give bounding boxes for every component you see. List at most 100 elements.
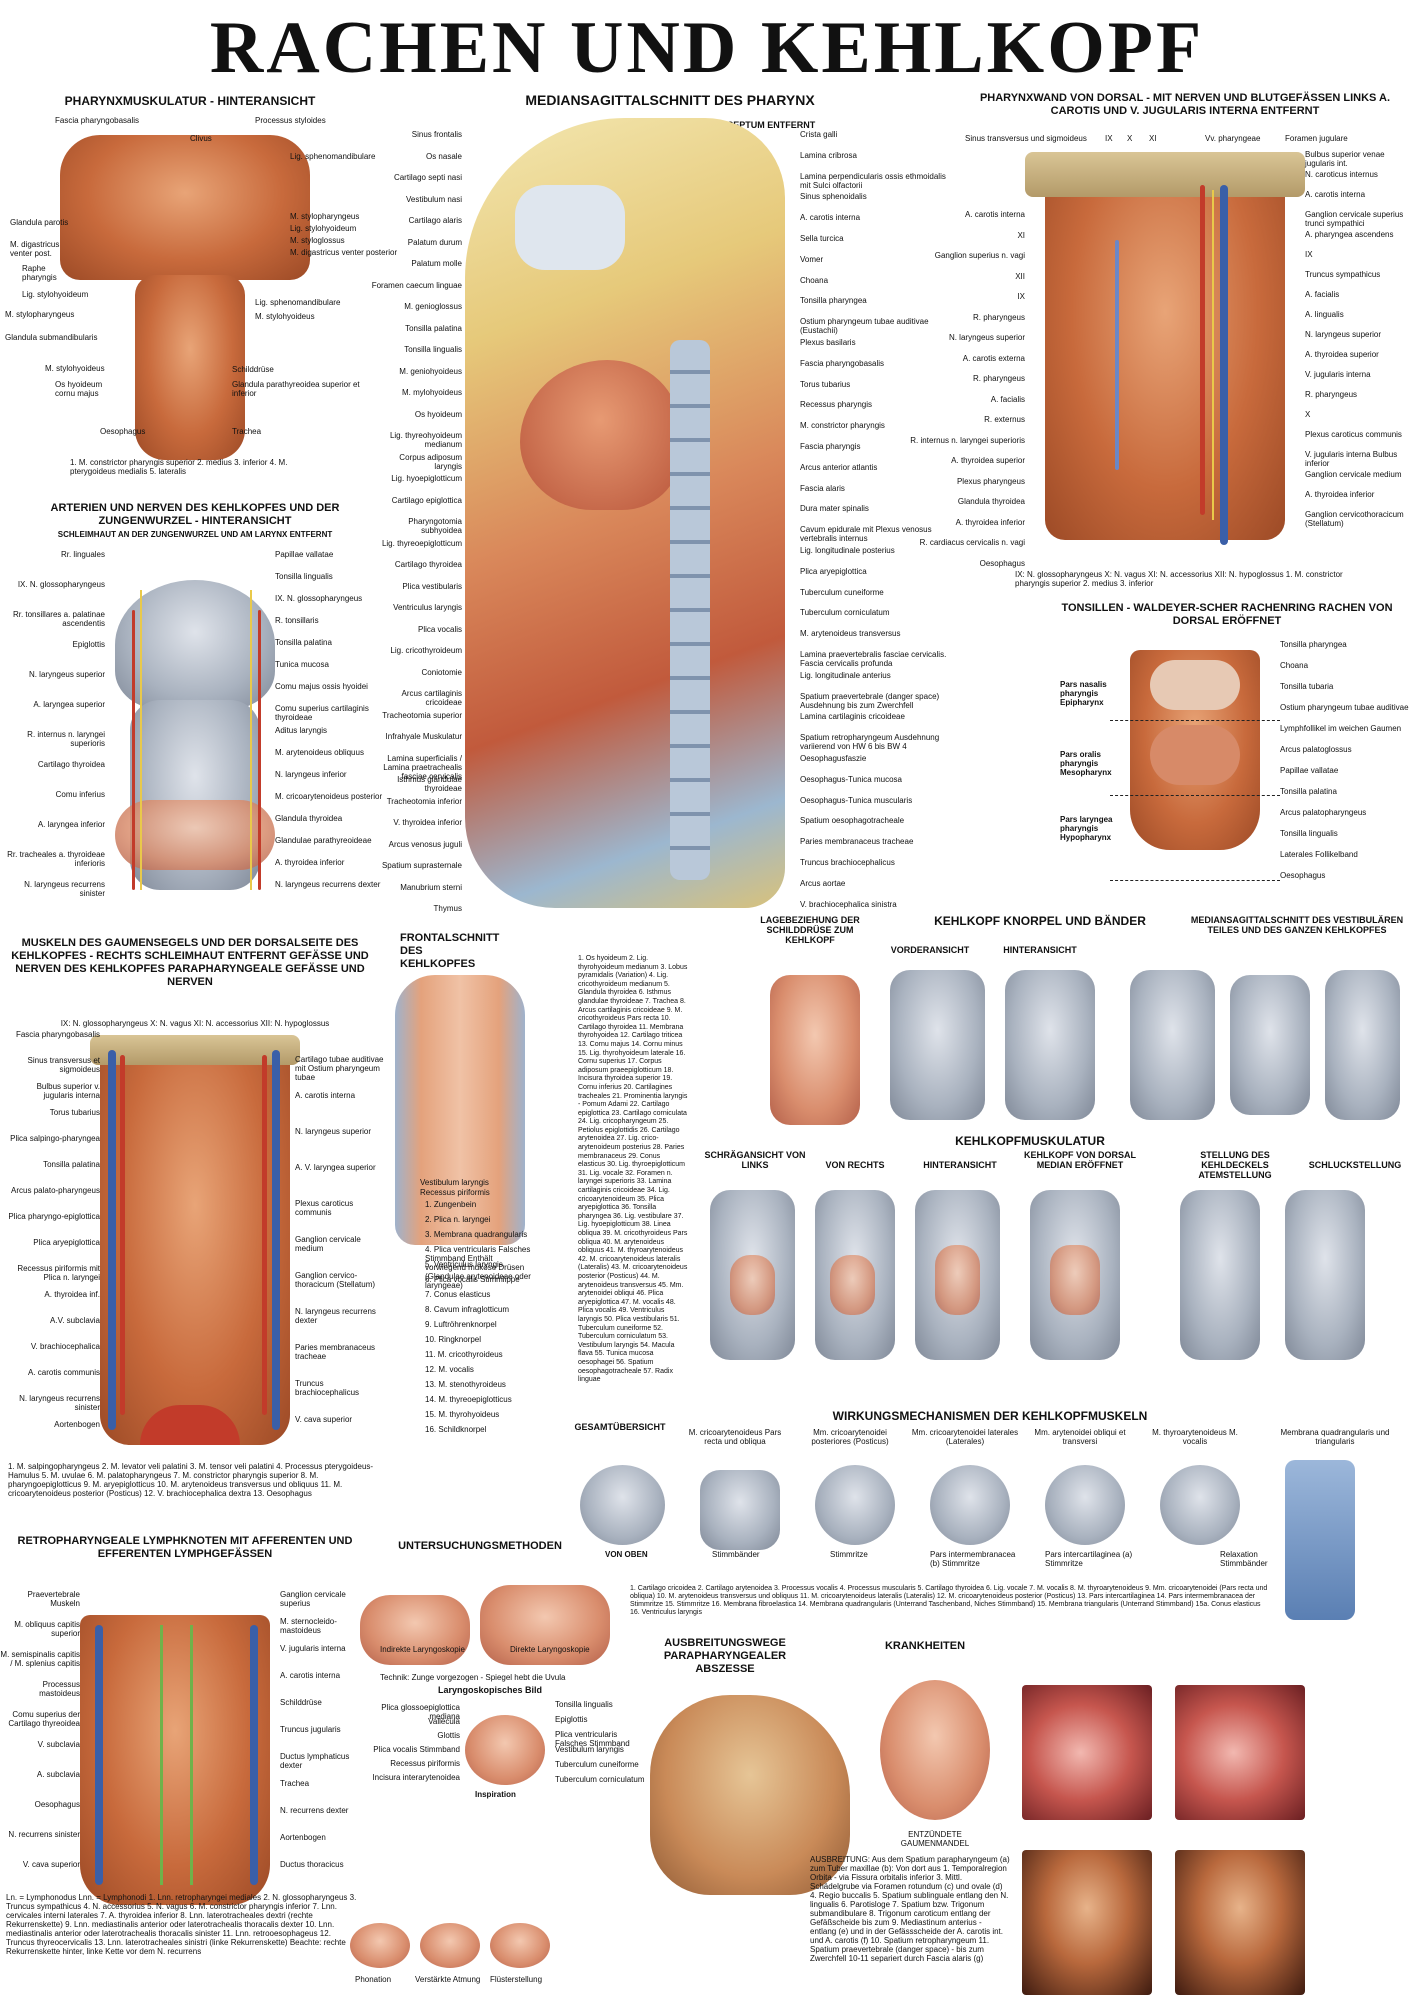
anatomy-label: 15. M. thyrohyoideus <box>425 1410 500 1419</box>
view-title: LAGEBEZIEHUNG DER SCHILDDRÜSE ZUM KEHLKO… <box>760 915 860 945</box>
anatomy-label: Torus tubarius <box>49 1108 100 1117</box>
label: Glandula submandibularis <box>5 333 98 342</box>
anatomy-label: Arcus aortae <box>800 878 846 888</box>
anatomy-label: Palatum durum <box>407 237 462 247</box>
label: Trachea <box>232 427 262 436</box>
anatomy-label: R. externus <box>984 415 1025 424</box>
label: Schilddrüse <box>232 365 274 374</box>
anatomy-label: N. laryngeus superior <box>948 333 1025 342</box>
carotid-right <box>262 1055 267 1415</box>
anatomy-label: Sella turcica <box>800 234 844 243</box>
anatomy-label: Oesophagus <box>1280 871 1326 880</box>
panel-larynx-muscles: KEHLKOPFMUSKULATUR SCHRÄGANSICHT VON LIN… <box>700 1135 1414 1385</box>
oropharynx-illustration <box>1150 725 1240 785</box>
label: Oesophagus <box>100 427 146 436</box>
anatomy-label: R. tonsillaris <box>275 616 319 625</box>
cartilage-sagittal-3 <box>1325 970 1400 1120</box>
inner-label: Pars intercartilaginea (a) Stimmritze <box>1045 1550 1133 1568</box>
muscle-highlight-1 <box>730 1255 775 1315</box>
anatomy-label: Spatium suprasternale <box>381 861 462 870</box>
mechanism-view-3 <box>815 1465 895 1545</box>
label: Pars oralis pharyngis Mesopharynx <box>1060 750 1112 777</box>
inner-label: Stimmbänder <box>712 1550 760 1559</box>
anatomy-label: Tuberculum cuneiforme <box>555 1760 639 1769</box>
anatomy-label: Ductus lymphaticus dexter <box>280 1752 350 1770</box>
frontal-larynx-illustration <box>395 975 525 1245</box>
panel-title: MUSKELN DES GAUMENSEGELS UND DER DORSALS… <box>11 937 369 988</box>
label: Lig. stylohyoideum <box>290 224 357 233</box>
anatomy-label: R. internus n. laryngei superioris <box>27 730 105 748</box>
panel-title: ARTERIEN UND NERVEN DES KEHLKOPFES UND D… <box>50 502 340 527</box>
pharynx-muscle-illustration <box>60 135 310 280</box>
label: M. stylopharyngeus <box>290 212 360 221</box>
label: M. stylohyoideus <box>255 312 315 321</box>
anatomy-label: N. recurrens dexter <box>280 1806 349 1815</box>
sub-title: Laryngoskopisches Bild <box>437 1685 543 1695</box>
anatomy-label: Comu superius cartilaginis thyroideae <box>275 704 369 722</box>
mechanism-view-2 <box>700 1470 780 1550</box>
anatomy-label: A. carotis interna <box>295 1091 356 1100</box>
anatomy-label: Lig. longitudinale anterius <box>800 670 891 680</box>
anatomy-label: A. thyroidea inferior <box>1305 490 1375 499</box>
anatomy-label: Ganglion cervicale medium <box>1305 470 1402 479</box>
anatomy-label: Tonsilla palatina <box>43 1160 100 1169</box>
anatomy-label: Plica salpingo-pharyngea <box>10 1134 100 1143</box>
anatomy-label: Arcus venosus juguli <box>388 839 462 849</box>
panel-title: RETROPHARYNGEALE LYMPHKNOTEN MIT AFFEREN… <box>17 1535 353 1560</box>
anatomy-label: Crista galli <box>800 130 838 139</box>
panel-title: AUSBREITUNGSWEGE PARAPHARYNGEALER ABSZES… <box>663 1637 787 1675</box>
anatomy-label: Ventriculus laryngis <box>393 603 462 612</box>
jugular-vein-right <box>272 1050 280 1430</box>
anatomy-label: 9. Luftröhrenknorpel <box>425 1320 497 1329</box>
anatomy-label: Tonsilla pharyngea <box>1280 640 1347 649</box>
anatomy-label: Recessus pharyngis <box>800 400 873 410</box>
anatomy-label: M. obliquus capitis superior <box>14 1620 80 1638</box>
anatomy-label: Torus tubarius <box>800 379 851 389</box>
jugular-vein-left <box>108 1050 116 1430</box>
cartilage-sagittal-1 <box>1130 970 1215 1120</box>
view-title: SCHRÄGANSICHT VON LINKS <box>704 1150 806 1170</box>
anatomy-label: Plexus basilaris <box>800 338 856 347</box>
carotid-artery <box>1200 185 1205 515</box>
anatomy-label: Spatium retropharyngeum Ausdehnung varii… <box>800 733 940 752</box>
view-title: Mm. cricoarytenoidei posteriores (Postic… <box>811 1428 889 1446</box>
label: M. stylopharyngeus <box>5 310 75 319</box>
inner-label: Stimmritze <box>830 1550 868 1559</box>
anatomy-label: Glandulae parathyreoideae <box>275 836 372 845</box>
anatomy-label: Cartilago septi nasi <box>393 173 462 182</box>
anatomy-label: Papillae vallatae <box>1280 766 1339 775</box>
inner-label: Pars intermembranacea (b) Stimmritze <box>930 1550 1016 1568</box>
anatomy-label: A. laryngea inferior <box>37 820 105 829</box>
anatomy-label: Truncus brachiocephalicus <box>800 858 895 867</box>
laryngoscopic-view-illustration <box>465 1715 545 1785</box>
anatomy-label: A. subclavia <box>36 1770 80 1779</box>
anatomy-label: Plica ventricularis Falsches Stimmband <box>555 1730 630 1748</box>
anatomy-label: Ganglion cervicale medium <box>295 1235 361 1253</box>
anatomy-label: XII <box>1015 271 1025 281</box>
anatomy-label: Plica vocalis <box>417 624 462 634</box>
anatomy-label: 8. Cavum infraglotticum <box>425 1305 510 1314</box>
anatomy-label: Vestibulum laryngis <box>555 1745 624 1754</box>
anatomy-label: Plica aryepiglottica <box>33 1238 100 1247</box>
anatomy-label: Trachea <box>280 1779 310 1788</box>
anatomy-label: M. arytenoideus transversus <box>800 629 901 639</box>
anatomy-label: Lymphfollikel im weichen Gaumen <box>1280 724 1402 733</box>
mechanism-view-5 <box>1045 1465 1125 1545</box>
cartilage-sagittal-2 <box>1230 975 1310 1115</box>
legend-text: 1. Os hyoideum 2. Lig. thyrohyoideum med… <box>578 955 688 1384</box>
view-title: SCHLUCKSTELLUNG <box>1308 1160 1402 1170</box>
anatomy-label: Choana <box>1280 661 1309 670</box>
disease-photo-3 <box>1022 1850 1152 1995</box>
anatomy-label: 4. Plica ventricularis Falsches Stimmban… <box>425 1245 531 1290</box>
anatomy-label: N. laryngeus inferior <box>275 770 347 779</box>
panel-legend-numbers: 1. Os hyoideum 2. Lig. thyrohyoideum med… <box>578 955 688 1395</box>
anatomy-label: Ganglion cervico-thoracicum (Stellatum) <box>295 1271 376 1289</box>
panel-frontal-section: FRONTALSCHNITT DES KEHLKOPFES Vestibulum… <box>390 930 570 1490</box>
label: M. styloglossus <box>290 236 345 245</box>
anatomy-label: Comu superius der Cartilago thyreoidea <box>8 1710 80 1728</box>
panel-cartilages-ligaments: KEHLKOPF KNORPEL UND BÄNDER LAGEBEZIEHUN… <box>760 915 1414 1135</box>
anatomy-label: Praevertebrale Muskeln <box>27 1590 80 1608</box>
anatomy-label: Os nasale <box>425 151 462 161</box>
anatomy-label: Arcus palatopharyngeus <box>1280 808 1367 817</box>
anatomy-label: Ganglion cervicothoracicum (Stellatum) <box>1305 510 1404 528</box>
